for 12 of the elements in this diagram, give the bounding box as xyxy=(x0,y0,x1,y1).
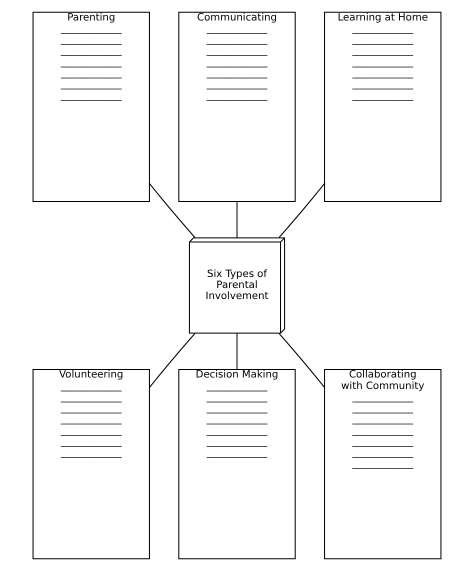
connector xyxy=(236,202,237,238)
node-box: Collaborating with Community ____________ ____________ ____________ ____________ ____________ ____________ ____________ xyxy=(324,369,441,560)
node-box: Volunteering ____________ ____________ ____________ ____________ ____________ ____________ ____________ xyxy=(32,369,150,560)
node-box: Learning at Home ____________ ____________ ____________ ____________ ____________ ____________ ____________ xyxy=(324,12,441,202)
connector xyxy=(148,333,195,388)
connector xyxy=(278,333,324,388)
connector xyxy=(236,333,237,370)
connector xyxy=(148,183,195,238)
connector xyxy=(278,183,324,238)
node-box: Decision Making ____________ ____________ ____________ ____________ ____________ ____________ ____________ xyxy=(178,369,296,560)
node-box: Parenting ____________ ____________ ____________ ____________ ____________ ____________ ____________ xyxy=(32,12,150,202)
node-box: Communicating ____________ ____________ ____________ ____________ ____________ ____________ ____________ xyxy=(178,12,296,202)
